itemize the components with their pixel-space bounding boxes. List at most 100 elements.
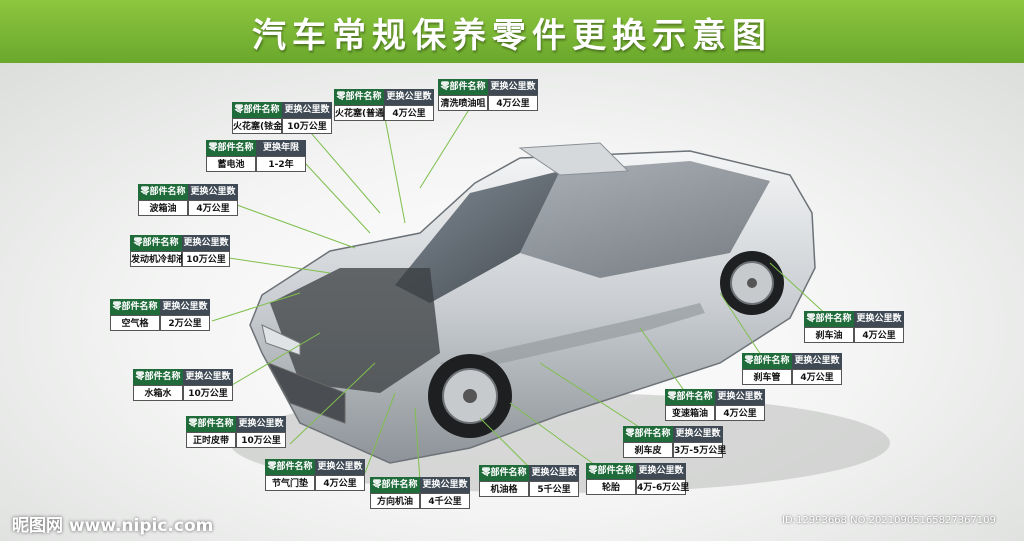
label-part-value: 4万公里 bbox=[188, 200, 238, 216]
label-header-name: 零部件名称 bbox=[665, 389, 715, 405]
label-header-name: 零部件名称 bbox=[804, 311, 854, 327]
watermark-id: ID:12993668 NO:20210905165827367109 bbox=[782, 515, 996, 526]
label-header-value: 更换公里数 bbox=[182, 235, 230, 251]
car-scene bbox=[0, 63, 1024, 541]
label-header-value: 更换公里数 bbox=[854, 311, 904, 327]
label-part-name: 机油格 bbox=[479, 481, 529, 497]
label-header-value: 更换公里数 bbox=[529, 465, 579, 481]
label-header-value: 更换公里数 bbox=[315, 459, 365, 475]
label-header-name: 零部件名称 bbox=[110, 299, 160, 315]
label-part-name: 火花塞(铱金) bbox=[232, 118, 286, 134]
label-header-name: 零部件名称 bbox=[479, 465, 529, 481]
label-part-value: 4万公里 bbox=[715, 405, 765, 421]
label-part-name: 水箱水 bbox=[133, 385, 183, 401]
label-header-value: 更换公里数 bbox=[384, 89, 434, 105]
label-header-value: 更换公里数 bbox=[282, 102, 332, 118]
label-spark-plug-iridium: 零部件名称更换公里数 火花塞(铱金)10万公里 bbox=[232, 102, 332, 134]
label-part-value: 2万公里 bbox=[160, 315, 210, 331]
label-part-value: 10万公里 bbox=[236, 432, 286, 448]
side-windows bbox=[520, 161, 770, 278]
label-part-value: 3万-5万公里 bbox=[673, 442, 726, 458]
label-header-name: 零部件名称 bbox=[133, 369, 183, 385]
sunroof-panel bbox=[518, 142, 630, 176]
label-header-value: 更换公里数 bbox=[673, 426, 723, 442]
label-header-name: 零部件名称 bbox=[130, 235, 182, 251]
windshield bbox=[395, 171, 560, 303]
label-header-name: 零部件名称 bbox=[138, 184, 188, 200]
label-header-value: 更换公里数 bbox=[160, 299, 210, 315]
watermark-site: 昵图网 www.nipic.com bbox=[12, 516, 214, 536]
label-part-value: 4万公里 bbox=[315, 475, 365, 491]
label-header-name: 零部件名称 bbox=[206, 140, 256, 156]
label-part-value: 1-2年 bbox=[256, 156, 306, 172]
label-header-value: 更换公里数 bbox=[188, 184, 238, 200]
label-part-name: 发动机冷却液 bbox=[130, 251, 185, 267]
label-header-value: 更换公里数 bbox=[636, 463, 686, 479]
label-header-value: 更换公里数 bbox=[236, 416, 286, 432]
label-part-value: 4万-6万公里 bbox=[636, 479, 689, 495]
label-part-name: 刹车管 bbox=[742, 369, 792, 385]
label-part-name: 火花塞(普通) bbox=[334, 105, 388, 121]
label-part-name: 节气门垫 bbox=[265, 475, 315, 491]
label-part-value: 4万公里 bbox=[854, 327, 904, 343]
label-header-name: 零部件名称 bbox=[623, 426, 673, 442]
car-illustration bbox=[211, 107, 890, 493]
engine-bay bbox=[270, 268, 440, 393]
label-part-value: 4千公里 bbox=[420, 493, 470, 509]
exhaust-frame bbox=[440, 303, 705, 375]
label-part-value: 4万公里 bbox=[384, 105, 434, 121]
label-part-value: 4万公里 bbox=[488, 95, 538, 111]
title-banner: 汽车常规保养零件更换示意图 bbox=[0, 0, 1024, 63]
label-part-value: 10万公里 bbox=[183, 385, 233, 401]
front-grille bbox=[266, 362, 346, 424]
label-part-name: 刹车皮 bbox=[623, 442, 673, 458]
label-header-name: 零部件名称 bbox=[265, 459, 315, 475]
label-header-value: 更换公里数 bbox=[420, 477, 470, 493]
headlight-left bbox=[261, 324, 301, 356]
label-part-name: 刹车油 bbox=[804, 327, 854, 343]
rear-wheel bbox=[720, 251, 784, 315]
label-header-value: 更换公里数 bbox=[715, 389, 765, 405]
label-header-value: 更换公里数 bbox=[792, 353, 842, 369]
label-part-value: 10万公里 bbox=[182, 251, 230, 267]
label-part-value: 5千公里 bbox=[529, 481, 579, 497]
label-part-name: 波箱油 bbox=[138, 200, 188, 216]
label-part-name: 轮胎 bbox=[586, 479, 636, 495]
label-spark-plug-normal: 零部件名称更换公里数 火花塞(普通)4万公里 bbox=[334, 89, 434, 121]
label-part-name: 蓄电池 bbox=[206, 156, 256, 172]
label-part-name: 空气格 bbox=[110, 315, 160, 331]
label-header-name: 零部件名称 bbox=[232, 102, 282, 118]
label-part-name: 清洗喷油咀 bbox=[438, 95, 488, 111]
label-header-name: 零部件名称 bbox=[370, 477, 420, 493]
label-header-value: 更换公里数 bbox=[488, 79, 538, 95]
leader-lines bbox=[211, 107, 831, 482]
label-header-name: 零部件名称 bbox=[334, 89, 384, 105]
label-part-name: 方向机油 bbox=[370, 493, 420, 509]
label-part-value: 10万公里 bbox=[282, 118, 332, 134]
label-header-name: 零部件名称 bbox=[438, 79, 488, 95]
page-title: 汽车常规保养零件更换示意图 bbox=[252, 16, 772, 56]
label-part-name: 正时皮带 bbox=[186, 432, 236, 448]
label-header-name: 零部件名称 bbox=[186, 416, 236, 432]
label-header-name: 零部件名称 bbox=[586, 463, 636, 479]
label-part-value: 4万公里 bbox=[792, 369, 842, 385]
label-part-name: 变速箱油 bbox=[665, 405, 715, 421]
label-header-value: 更换年限 bbox=[256, 140, 306, 156]
label-header-value: 更换公里数 bbox=[183, 369, 233, 385]
front-wheel bbox=[428, 354, 512, 438]
